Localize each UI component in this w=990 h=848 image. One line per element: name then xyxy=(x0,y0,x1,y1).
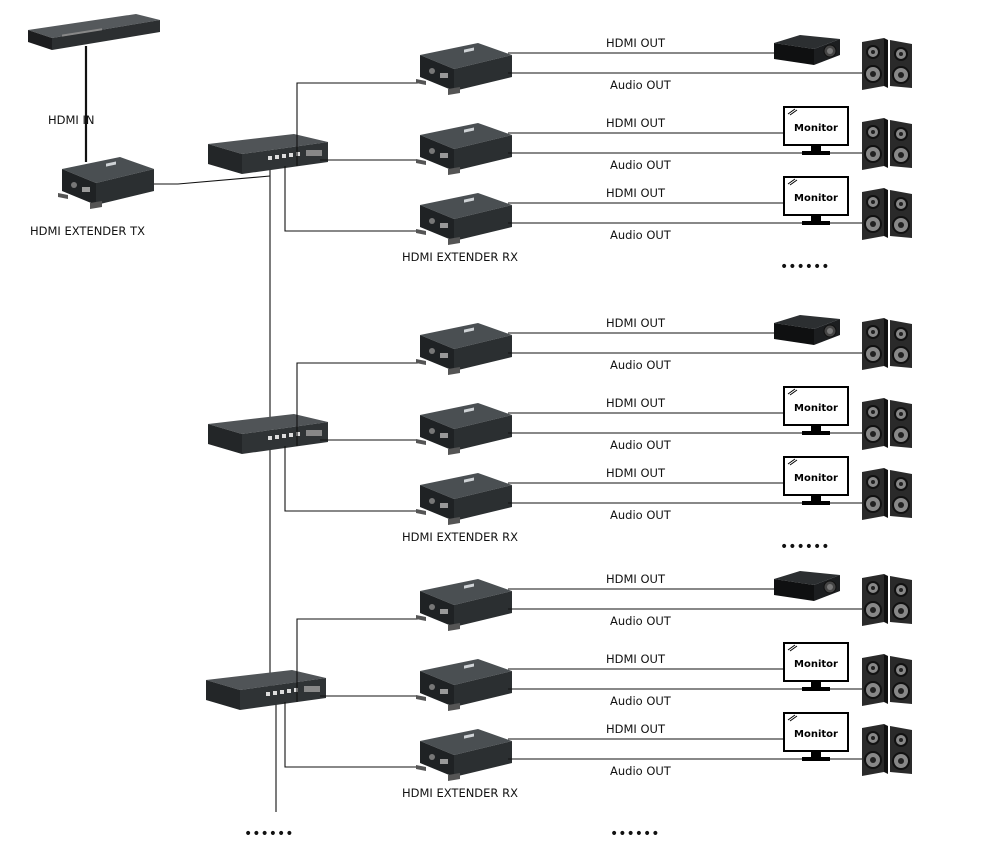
switch-to-rx-cable xyxy=(284,166,418,232)
speakers-icon xyxy=(861,467,913,521)
network-switch xyxy=(206,670,326,710)
more-receivers-indicator: •••••• xyxy=(610,826,660,842)
hdmi-out-label: HDMI OUT xyxy=(606,116,666,130)
speakers-icon xyxy=(861,187,913,241)
more-switches-indicator: •••••• xyxy=(244,826,294,842)
audio-out-label: Audio OUT xyxy=(610,228,672,242)
monitor-label: Monitor xyxy=(794,659,838,670)
rx-extender xyxy=(416,579,512,631)
rx-label: HDMI EXTENDER RX xyxy=(402,786,518,800)
switch-to-rx-cable xyxy=(296,362,418,446)
audio-out-label: Audio OUT xyxy=(610,78,672,92)
speakers-icon xyxy=(861,573,913,627)
distribution-group: HDMI OUT Audio OUT HDMI OUT Audio OUT Monito… xyxy=(206,570,913,800)
more-receivers-indicator: •••••• xyxy=(780,259,830,275)
tx-extender xyxy=(58,157,154,209)
more-receivers-indicator: •••••• xyxy=(780,539,830,555)
rx-extender xyxy=(416,659,512,711)
network-switch xyxy=(208,134,328,174)
hdmi-out-label: HDMI OUT xyxy=(606,572,666,586)
audio-out-label: Audio OUT xyxy=(610,158,672,172)
projector-icon xyxy=(773,314,841,346)
tx-label: HDMI EXTENDER TX xyxy=(30,224,145,238)
switch-to-rx-cable xyxy=(296,82,418,166)
hdmi-out-label: HDMI OUT xyxy=(606,186,666,200)
monitor-label: Monitor xyxy=(794,729,838,740)
speakers-icon xyxy=(861,37,913,91)
rx-extender xyxy=(416,403,512,455)
monitor-label: Monitor xyxy=(794,473,838,484)
speakers-icon xyxy=(861,723,913,777)
distribution-group: HDMI OUT Audio OUT HDMI OUT Audio OUT Monito… xyxy=(208,34,913,275)
rx-extender xyxy=(416,193,512,245)
hdmi-out-label: HDMI OUT xyxy=(606,36,666,50)
speakers-icon xyxy=(861,117,913,171)
monitor-label: Monitor xyxy=(794,403,838,414)
distribution-group: HDMI OUT Audio OUT HDMI OUT Audio OUT Monito… xyxy=(208,314,913,555)
rx-extender xyxy=(416,43,512,95)
rx-label: HDMI EXTENDER RX xyxy=(402,530,518,544)
hdmi-out-label: HDMI OUT xyxy=(606,466,666,480)
audio-out-label: Audio OUT xyxy=(610,358,672,372)
audio-out-label: Audio OUT xyxy=(610,614,672,628)
hdmi-out-label: HDMI OUT xyxy=(606,722,666,736)
switch-to-rx-cable xyxy=(284,702,418,768)
hdmi-in-label: HDMI IN xyxy=(48,113,94,127)
rx-extender xyxy=(416,473,512,525)
hdmi-out-label: HDMI OUT xyxy=(606,652,666,666)
audio-out-label: Audio OUT xyxy=(610,438,672,452)
tx-to-switch-cable-2 xyxy=(177,175,271,185)
switch-to-rx-cable xyxy=(284,446,418,512)
speakers-icon xyxy=(861,317,913,371)
speakers-icon xyxy=(861,653,913,707)
speakers-icon xyxy=(861,397,913,451)
audio-out-label: Audio OUT xyxy=(610,694,672,708)
rx-extender xyxy=(416,729,512,781)
rx-label: HDMI EXTENDER RX xyxy=(402,250,518,264)
switch-to-rx-cable xyxy=(296,618,418,702)
network-switch xyxy=(208,414,328,454)
hdmi-out-label: HDMI OUT xyxy=(606,396,666,410)
projector-icon xyxy=(773,34,841,66)
monitor-label: Monitor xyxy=(794,123,838,134)
projector-icon xyxy=(773,570,841,602)
source-device xyxy=(28,14,160,50)
hdmi-out-label: HDMI OUT xyxy=(606,316,666,330)
rx-extender xyxy=(416,323,512,375)
audio-out-label: Audio OUT xyxy=(610,764,672,778)
audio-out-label: Audio OUT xyxy=(610,508,672,522)
monitor-label: Monitor xyxy=(794,193,838,204)
rx-extender xyxy=(416,123,512,175)
